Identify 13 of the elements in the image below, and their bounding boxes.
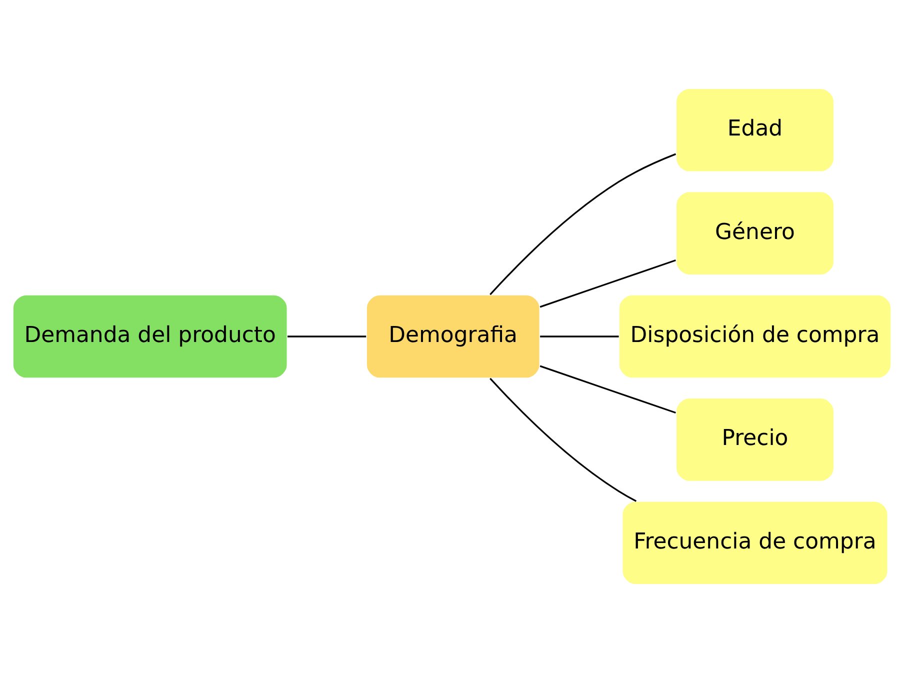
connector — [288, 336, 366, 338]
connector — [540, 336, 619, 338]
connector — [540, 365, 676, 414]
node-box: Demanda del producto — [12, 294, 288, 379]
connector — [540, 259, 676, 308]
node-box: Edad — [675, 88, 835, 172]
node-box: Precio — [675, 397, 835, 482]
node-box: Frecuencia de compra — [622, 500, 888, 586]
connector — [490, 378, 637, 502]
connector — [490, 153, 676, 296]
node-box: Género — [675, 191, 835, 276]
node-box: Demografia — [366, 294, 540, 379]
node-box: Disposición de compra — [618, 294, 892, 379]
